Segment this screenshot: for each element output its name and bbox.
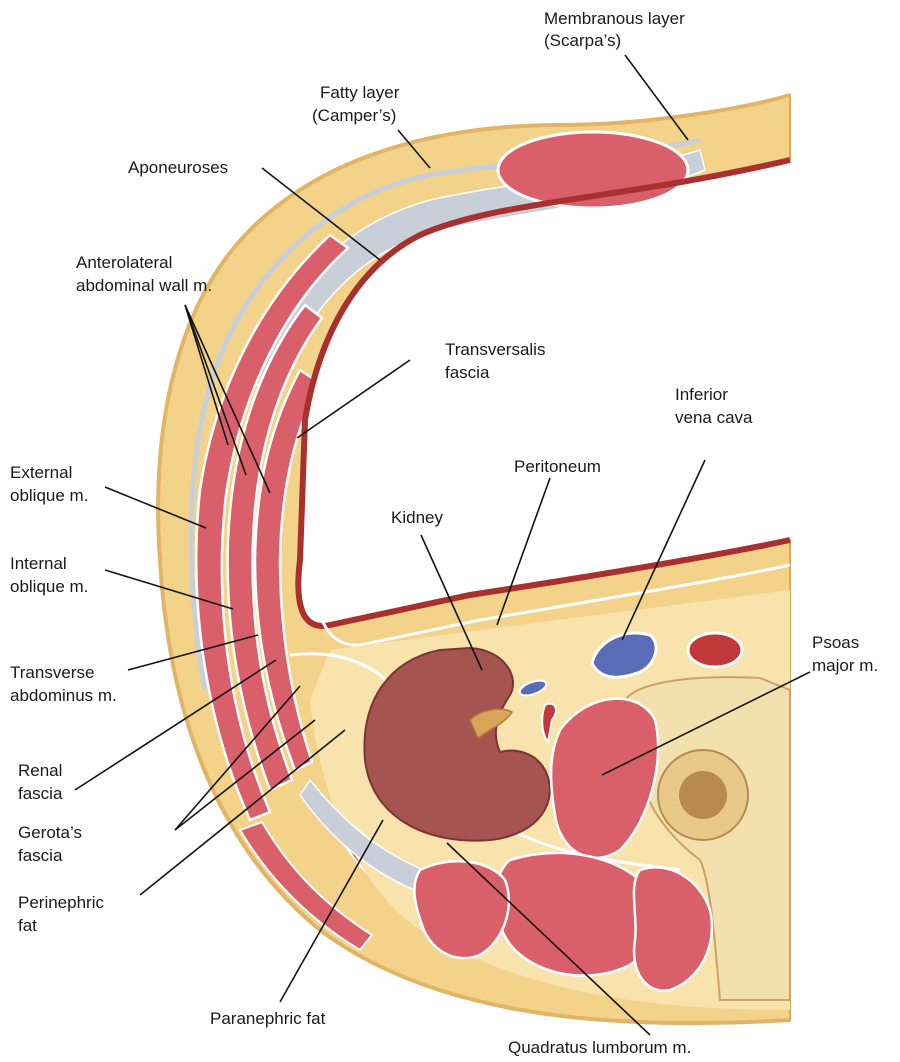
label-kidney: Kidney <box>391 508 443 527</box>
label-fatty-layer: Fatty layer (Camper’s) <box>312 83 404 125</box>
label-transverse-abdominus: Transverse abdominus m. <box>10 663 117 705</box>
label-transversalis-fascia: Transversalis fascia <box>445 340 550 382</box>
label-internal-oblique: Internal oblique m. <box>10 554 88 596</box>
label-external-oblique: External oblique m. <box>10 463 88 505</box>
label-anterolateral-wall: Anterolateral abdominal wall m. <box>76 253 212 295</box>
vertebral-body-core <box>679 771 727 819</box>
label-inferior-vena-cava: Inferior vena cava <box>675 385 753 427</box>
label-renal-fascia: Renal fascia <box>18 761 67 803</box>
label-aponeuroses: Aponeuroses <box>128 158 228 177</box>
label-psoas-major: Psoas major m. <box>812 633 878 675</box>
anatomy-illustration <box>158 95 790 1023</box>
label-gerotas-fascia: Gerota’s fascia <box>18 823 87 865</box>
label-peritoneum: Peritoneum <box>514 457 601 476</box>
aorta <box>688 633 742 667</box>
label-membranous-layer: Membranous layer (Scarpa’s) <box>544 9 690 50</box>
label-quadratus-lumborum: Quadratus lumborum m. <box>508 1038 691 1057</box>
label-perinephric-fat: Perinephric fat <box>18 893 109 935</box>
label-paranephric-fat: Paranephric fat <box>210 1009 326 1028</box>
